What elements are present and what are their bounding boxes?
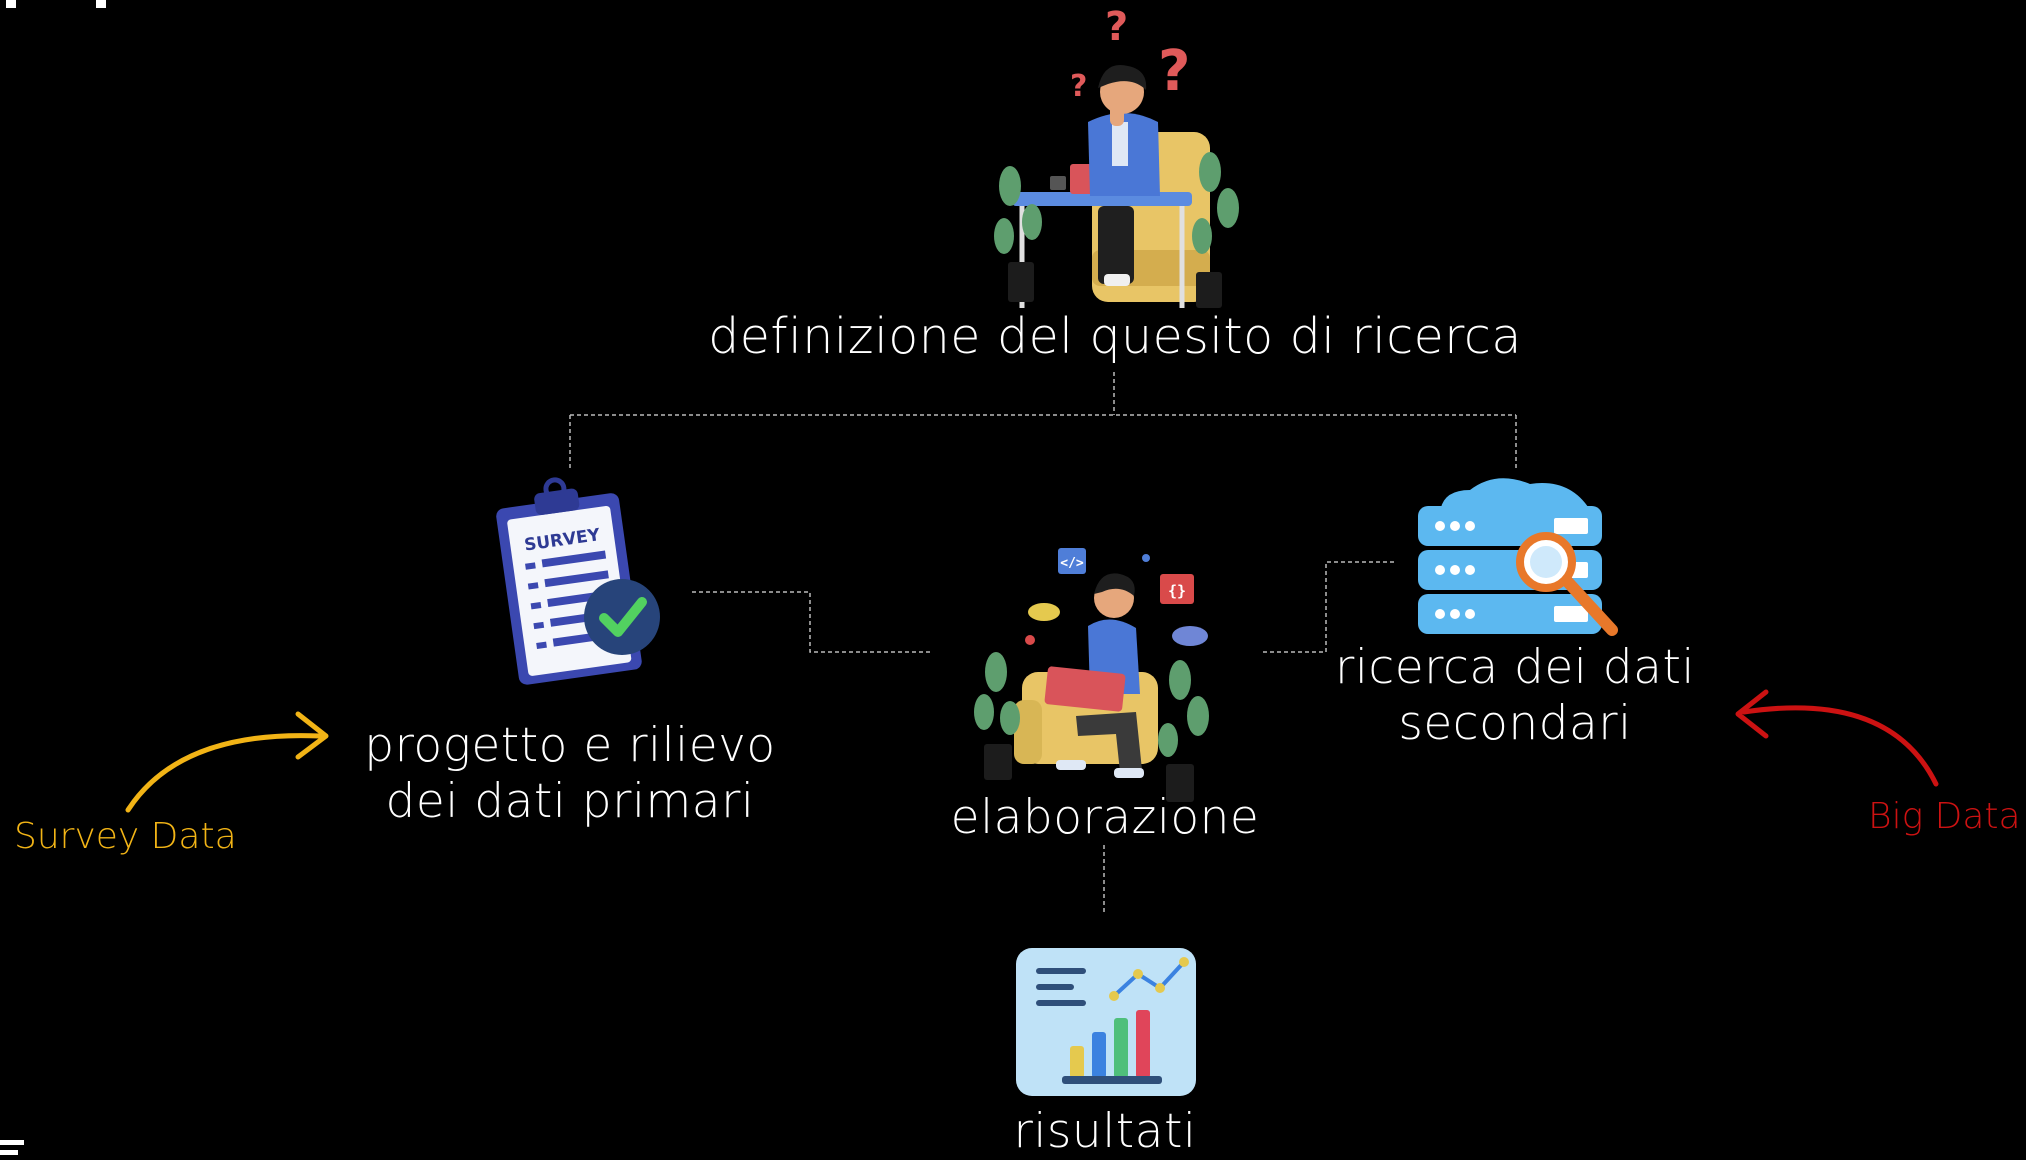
survey-data-label: Survey Data: [14, 816, 237, 857]
connector-primary-to-processing: [692, 591, 930, 653]
curly-braces-icon: [1160, 574, 1194, 604]
primary-data-label-line1: progetto e rilievo: [364, 718, 776, 773]
primary-data-label-line2: dei dati primari: [385, 774, 755, 830]
processing-label: elaborazione: [950, 790, 1260, 845]
big-data-arrow: [1735, 689, 1939, 787]
database-search-icon: [1418, 478, 1618, 636]
results-label: risultati: [1013, 1104, 1197, 1159]
survey-clipboard-icon: SURVEY: [496, 477, 660, 685]
secondary-data-label: ricerca dei dati secondari: [1300, 640, 1730, 753]
thinking-person-at-desk-icon: ? ? ?: [994, 4, 1239, 308]
svg-text:?: ?: [1158, 39, 1190, 104]
survey-arrow: [125, 711, 329, 813]
svg-text:?: ?: [1070, 69, 1087, 104]
secondary-data-label-line1: ricerca dei dati: [1335, 640, 1695, 695]
primary-data-label: progetto e rilievo dei dati primari: [345, 718, 795, 831]
svg-text:?: ?: [1105, 4, 1128, 50]
person-with-laptop-icon: </> {}: [974, 548, 1209, 802]
secondary-data-label-line2: secondari: [1398, 696, 1632, 752]
research-question-label: definizione del quesito di ricerca: [708, 308, 1522, 365]
connector-lines: [569, 372, 1517, 912]
big-data-label: Big Data: [1868, 796, 2021, 837]
corner-fragment: [0, 0, 106, 1155]
svg-text:{}: {}: [1168, 582, 1186, 600]
connector-secondary-to-processing: [1260, 561, 1394, 653]
results-chart-icon: [1016, 948, 1196, 1096]
code-tag-icon: [1058, 548, 1086, 574]
svg-text:</>: </>: [1060, 556, 1084, 571]
